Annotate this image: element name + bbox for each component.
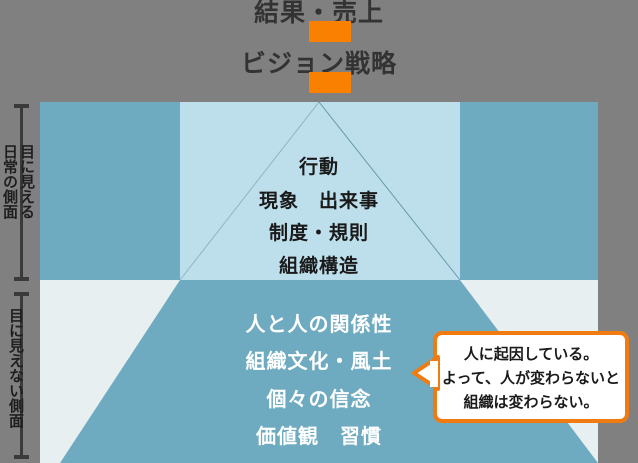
axis-rule-hidden [20,292,23,458]
iceberg-slope-right [318,102,461,281]
above-water-line-3: 制度・規則 [268,223,369,244]
orange-arrow-chip-top [309,21,351,42]
callout-line-2: よって、人が変わらないと [441,370,621,387]
above-water-line-2: 現象 出来事 [258,191,379,212]
below-water-line-4: 価値観 習慣 [256,426,382,448]
iceberg-slope-left [179,102,320,281]
below-water-line-1: 人と人の関係性 [245,314,393,336]
below-water-line-2: 組織文化・風土 [245,351,393,373]
iceberg-tip-above-water [180,102,460,280]
below-water-line-3: 個々の信念 [266,389,372,411]
axis-cap-bottom [14,455,29,459]
axis-label-visible-2: 日常の側面 [1,144,18,219]
callout-line-1: 人に起因している。 [463,346,599,363]
above-water-line-4: 組織構造 [278,256,359,277]
callout-balloon: 人に起因している。 よって、人が変わらないと 組織は変わらない。 [433,331,629,423]
axis-rule-visible [20,104,23,280]
orange-arrow-chip-bottom [309,72,351,93]
axis-label-hidden: 目に見えない側面 [7,308,24,428]
axis-label-visible-1: 目に見える [18,144,35,219]
callout-line-3: 組織は変わらない。 [463,394,599,411]
axis-cap-mid-upper [14,277,29,281]
above-water-line-1: 行動 [298,157,339,178]
callout-tail-seam [430,361,438,387]
